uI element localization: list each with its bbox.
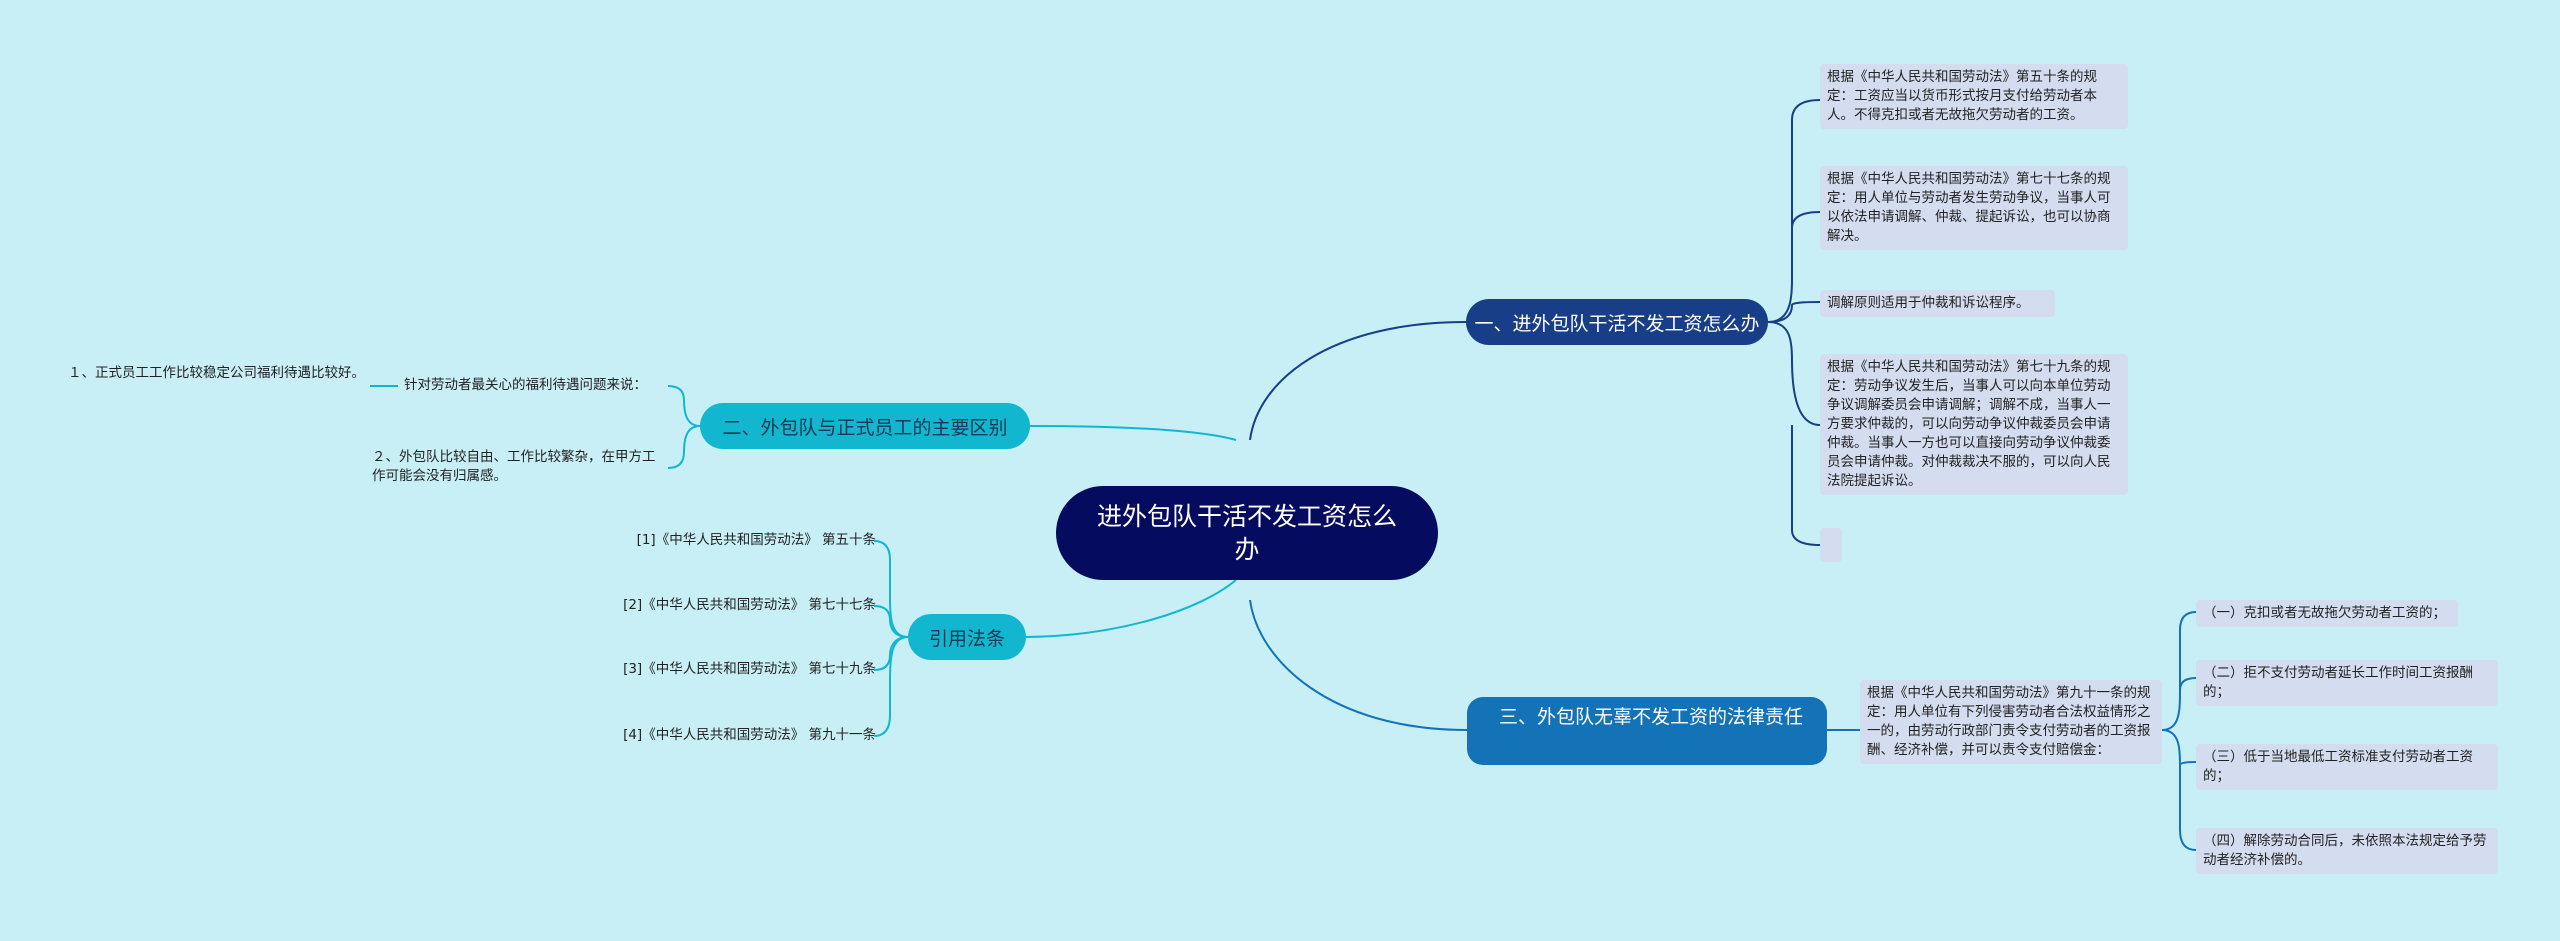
branch-4-topic[interactable]: 三、外包队无辜不发工资的法律责任: [1467, 697, 1827, 765]
branch-1-item-3[interactable]: 调解原则适用于仲裁和诉讼程序。: [1820, 290, 2055, 317]
branch-2-item-1-text: １、正式员工工作比较稳定公司福利待遇比较好。: [68, 365, 365, 381]
citation-4-text: [4]《中华人民共和国劳动法》 第九十一条: [623, 727, 876, 743]
branch-4-item-2[interactable]: （二）拒不支付劳动者延长工作时间工资报酬的；: [2196, 660, 2498, 706]
root-title: 进外包队干活不发工资怎么办: [1096, 502, 1397, 564]
citation-3[interactable]: [3]《中华人民共和国劳动法》 第七十九条: [560, 660, 876, 679]
branch-1-item-2-text: 根据《中华人民共和国劳动法》第七十七条的规定：用人单位与劳动者发生劳动争议，当事…: [1827, 171, 2111, 244]
citation-2[interactable]: [2]《中华人民共和国劳动法》 第七十七条: [560, 596, 876, 615]
branch-1-item-5-empty[interactable]: [1820, 528, 1842, 562]
branch-1-item-4-text: 根据《中华人民共和国劳动法》第七十九条的规定：劳动争议发生后，当事人可以向本单位…: [1827, 359, 2111, 489]
branch-4-item-3-text: （三）低于当地最低工资标准支付劳动者工资的；: [2203, 749, 2473, 784]
branch-2-item-1[interactable]: １、正式员工工作比较稳定公司福利待遇比较好。: [68, 364, 368, 383]
branch-1-item-4[interactable]: 根据《中华人民共和国劳动法》第七十九条的规定：劳动争议发生后，当事人可以向本单位…: [1820, 354, 2128, 495]
citation-2-text: [2]《中华人民共和国劳动法》 第七十七条: [623, 597, 876, 613]
branch-4-subtopic[interactable]: 根据《中华人民共和国劳动法》第九十一条的规定：用人单位有下列侵害劳动者合法权益情…: [1860, 680, 2162, 764]
branch-3-topic[interactable]: 引用法条: [908, 614, 1026, 660]
branch-1-item-1[interactable]: 根据《中华人民共和国劳动法》第五十条的规定：工资应当以货币形式按月支付给劳动者本…: [1820, 64, 2128, 129]
branch-1-item-1-text: 根据《中华人民共和国劳动法》第五十条的规定：工资应当以货币形式按月支付给劳动者本…: [1827, 69, 2097, 123]
branch-4-item-1[interactable]: （一）克扣或者无故拖欠劳动者工资的；: [2196, 600, 2458, 627]
branch-4-subtopic-text: 根据《中华人民共和国劳动法》第九十一条的规定：用人单位有下列侵害劳动者合法权益情…: [1867, 685, 2151, 758]
branch-4-item-4[interactable]: （四）解除劳动合同后，未依照本法规定给予劳动者经济补偿的。: [2196, 828, 2498, 874]
branch-2-item-2-text: ２、外包队比较自由、工作比较繁杂，在甲方工作可能会没有归属感。: [372, 449, 656, 484]
root-topic[interactable]: 进外包队干活不发工资怎么办: [1056, 486, 1438, 580]
branch-4-item-2-text: （二）拒不支付劳动者延长工作时间工资报酬的；: [2203, 665, 2473, 700]
citation-3-text: [3]《中华人民共和国劳动法》 第七十九条: [623, 661, 876, 677]
branch-4-item-1-text: （一）克扣或者无故拖欠劳动者工资的；: [2203, 605, 2446, 621]
branch-2-topic[interactable]: 二、外包队与正式员工的主要区别: [700, 403, 1030, 449]
branch-4-item-4-text: （四）解除劳动合同后，未依照本法规定给予劳动者经济补偿的。: [2203, 833, 2487, 868]
branch-1-topic[interactable]: 一、进外包队干活不发工资怎么办: [1466, 299, 1768, 345]
branch-3-title: 引用法条: [928, 627, 1005, 650]
branch-2-title: 二、外包队与正式员工的主要区别: [722, 416, 1008, 439]
branch-2-item-2[interactable]: ２、外包队比较自由、工作比较繁杂，在甲方工作可能会没有归属感。: [372, 448, 668, 486]
citation-1[interactable]: [1]《中华人民共和国劳动法》 第五十条: [560, 531, 876, 550]
citation-4[interactable]: [4]《中华人民共和国劳动法》 第九十一条: [560, 726, 876, 745]
branch-2-subtopic[interactable]: 针对劳动者最关心的福利待遇问题来说：: [404, 376, 666, 395]
citation-1-text: [1]《中华人民共和国劳动法》 第五十条: [636, 532, 876, 548]
branch-1-item-3-text: 调解原则适用于仲裁和诉讼程序。: [1827, 295, 2030, 311]
branch-4-item-3[interactable]: （三）低于当地最低工资标准支付劳动者工资的；: [2196, 744, 2498, 790]
branch-1-item-2[interactable]: 根据《中华人民共和国劳动法》第七十七条的规定：用人单位与劳动者发生劳动争议，当事…: [1820, 166, 2128, 250]
branch-1-title: 一、进外包队干活不发工资怎么办: [1474, 312, 1760, 335]
branch-2-subtopic-text: 针对劳动者最关心的福利待遇问题来说：: [404, 377, 647, 393]
branch-4-title: 三、外包队无辜不发工资的法律责任: [1499, 706, 1804, 728]
